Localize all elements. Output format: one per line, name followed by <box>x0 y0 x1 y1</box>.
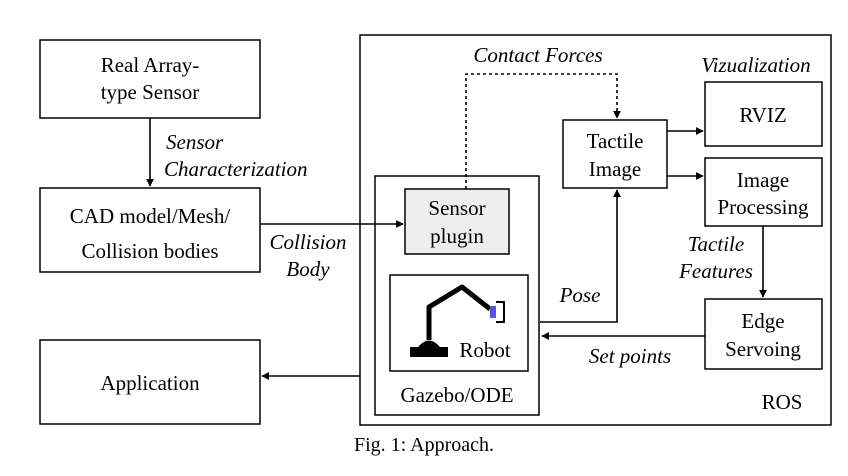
label-body: Body <box>286 257 330 281</box>
edge-servoing-line-2: Servoing <box>725 337 801 361</box>
tactile-image-box: Tactile Image <box>562 119 668 189</box>
label-tactile: Tactile <box>688 232 744 256</box>
label-vizualization: Vizualization <box>701 53 810 77</box>
robot-label: Robot <box>459 338 511 362</box>
label-sensor: Sensor <box>166 130 224 154</box>
real-sensor-box: Real Array- type Sensor <box>39 39 261 119</box>
image-processing-line-1: Image <box>737 168 789 192</box>
tactile-image-line-2: Image <box>589 157 641 181</box>
cad-model-line-2: Collision bodies <box>81 239 218 263</box>
sensor-plugin-line-1: Sensor <box>428 196 485 220</box>
label-contact-forces: Contact Forces <box>473 43 602 67</box>
gazebo-label: Gazebo/ODE <box>400 383 513 407</box>
arrow-pose <box>540 189 621 323</box>
real-sensor-line-1: Real Array- <box>101 53 200 77</box>
tactile-image-line-1: Tactile <box>587 129 644 153</box>
cad-model-box: CAD model/Mesh/ Collision bodies <box>39 187 261 273</box>
edge-servoing-line-1: Edge <box>741 309 784 333</box>
sensor-plugin-line-2: plugin <box>430 224 484 248</box>
robot-arm-icon <box>410 284 505 357</box>
robot-box: Robot <box>389 274 529 372</box>
arrow-contact-forces <box>465 73 621 189</box>
label-pose: Pose <box>559 283 601 307</box>
application-box: Application <box>39 339 261 425</box>
label-characterization: Characterization <box>164 157 308 181</box>
cad-model-line-1: CAD model/Mesh/ <box>70 204 231 228</box>
label-set-points: Set points <box>589 344 671 368</box>
image-processing-box: Image Processing <box>704 157 823 227</box>
application-label: Application <box>100 371 200 395</box>
rviz-box: RVIZ <box>704 81 823 147</box>
rviz-label: RVIZ <box>739 103 786 127</box>
label-features: Features <box>678 259 753 283</box>
image-processing-line-2: Processing <box>718 195 809 219</box>
ros-label: ROS <box>762 390 803 414</box>
edge-servoing-box: Edge Servoing <box>704 298 823 370</box>
figure-caption: Fig. 1: Approach. <box>354 434 494 456</box>
label-collision: Collision <box>269 230 346 254</box>
real-sensor-line-2: type Sensor <box>101 80 200 104</box>
sensor-plugin-box: Sensor plugin <box>404 188 510 255</box>
